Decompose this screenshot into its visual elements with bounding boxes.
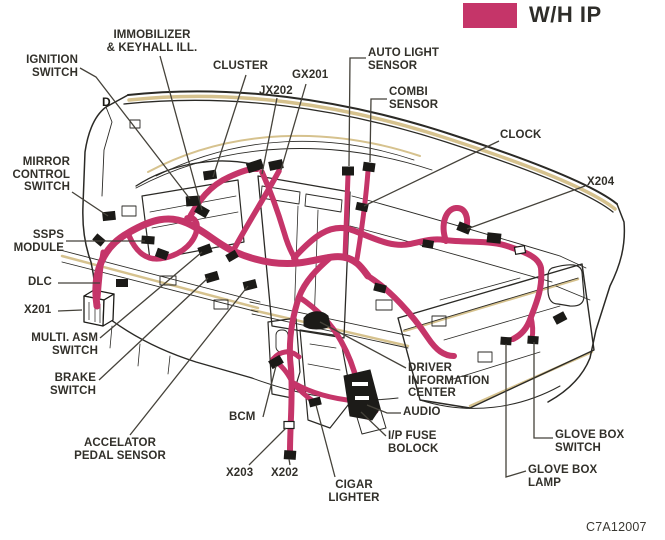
label-accelator-pedal-sensor: ACCELATOR PEDAL SENSOR xyxy=(74,437,166,462)
leader-cigar-lighter xyxy=(315,404,336,478)
leader-x201 xyxy=(57,309,83,312)
leader-accelator-pedal-sensor xyxy=(129,285,249,436)
leader-driver-information-center xyxy=(319,321,407,369)
label-gx201: GX201 xyxy=(292,69,329,81)
leader-multi-asm-switch xyxy=(99,251,203,339)
leader-clock xyxy=(363,140,500,207)
label-ip-fuse-bolock: I/P FUSE BOLOCK xyxy=(388,430,439,455)
label-x203: X203 xyxy=(226,467,254,479)
label-x204: X204 xyxy=(587,176,615,188)
label-cluster: CLUSTER xyxy=(213,60,269,72)
label-mirror-control-switch: MIRROR CONTROL SWITCH xyxy=(12,156,70,193)
figure-code: C7A12007 xyxy=(586,520,647,534)
tan-shading xyxy=(60,94,617,408)
leader-brake-switch xyxy=(98,277,209,381)
leader-cluster xyxy=(212,74,247,178)
leader-x204 xyxy=(466,185,586,230)
label-glove-box-switch: GLOVE BOX SWITCH xyxy=(555,429,625,454)
label-x201: X201 xyxy=(24,304,52,316)
leader-immobilizer xyxy=(159,55,203,211)
label-glove-box-lamp: GLOVE BOX LAMP xyxy=(528,464,598,489)
label-cigar-lighter: CIGAR LIGHTER xyxy=(328,479,380,504)
legend-swatch xyxy=(463,3,517,28)
connectors xyxy=(92,158,568,460)
leader-jx202 xyxy=(261,97,278,175)
leader-lines xyxy=(57,55,586,478)
d-datum-marker: D xyxy=(102,95,111,109)
leader-x203 xyxy=(248,427,287,466)
label-ssps-module: SSPS MODULE xyxy=(13,229,64,254)
label-brake-switch: BRAKE SWITCH xyxy=(50,372,96,397)
leader-auto-light-sensor xyxy=(348,57,366,167)
label-multi-asm-switch: MULTI. ASM SWITCH xyxy=(31,332,98,357)
label-immobilizer-keyhall-ill: IMMOBILIZER & KEYHALL ILL. xyxy=(106,29,198,54)
leader-ip-fuse-bolock xyxy=(360,411,387,437)
leader-x202 xyxy=(288,458,291,466)
label-dlc: DLC xyxy=(28,276,52,288)
leader-audio xyxy=(366,404,401,414)
label-audio: AUDIO xyxy=(403,406,441,418)
label-driver-information-center: DRIVER INFORMATION CENTER xyxy=(408,362,490,399)
leader-glove-box-switch xyxy=(533,342,553,439)
label-combi-sensor: COMBI SENSOR xyxy=(389,86,439,111)
leader-ignition-switch xyxy=(79,67,191,200)
label-bcm: BCM xyxy=(229,411,256,423)
leader-bcm xyxy=(262,365,277,418)
leader-glove-box-lamp xyxy=(505,344,527,478)
leader-combi-sensor xyxy=(369,98,387,163)
label-auto-light-sensor: AUTO LIGHT SENSOR xyxy=(368,47,440,72)
audio-unit xyxy=(303,311,381,421)
leader-gx201 xyxy=(280,83,307,171)
legend-label: W/H IP xyxy=(529,2,602,27)
label-jx202: JX202 xyxy=(259,85,293,97)
label-clock: CLOCK xyxy=(500,129,542,141)
label-x202: X202 xyxy=(271,467,299,479)
leader-mirror-control-switch xyxy=(71,191,109,217)
label-ignition-switch: IGNITION SWITCH xyxy=(26,54,78,79)
